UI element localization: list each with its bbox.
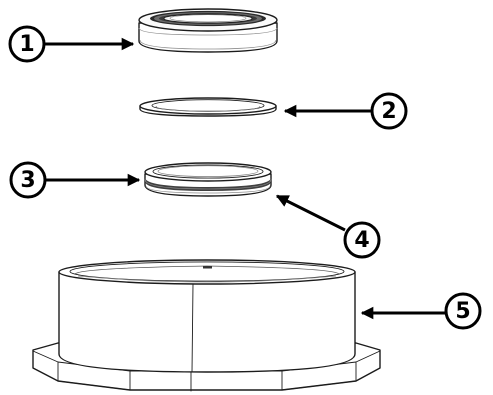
seal-ring-part bbox=[144, 162, 272, 197]
callout-1: 1 bbox=[8, 25, 46, 63]
callout-2-label: 2 bbox=[381, 99, 396, 124]
callout-5-label: 5 bbox=[455, 299, 470, 324]
bearing-part bbox=[138, 8, 278, 53]
leader-arrows bbox=[44, 37, 446, 320]
shim-washer-part bbox=[139, 97, 277, 117]
callout-2: 2 bbox=[370, 92, 408, 130]
arrow-4 bbox=[275, 194, 346, 232]
callout-3: 3 bbox=[9, 161, 47, 199]
flanged-housing-part bbox=[32, 259, 381, 392]
callout-4-label: 4 bbox=[354, 228, 369, 253]
callout-1-label: 1 bbox=[19, 32, 34, 57]
callout-5: 5 bbox=[444, 292, 482, 330]
callout-4: 4 bbox=[343, 221, 381, 259]
callout-3-label: 3 bbox=[20, 168, 35, 193]
